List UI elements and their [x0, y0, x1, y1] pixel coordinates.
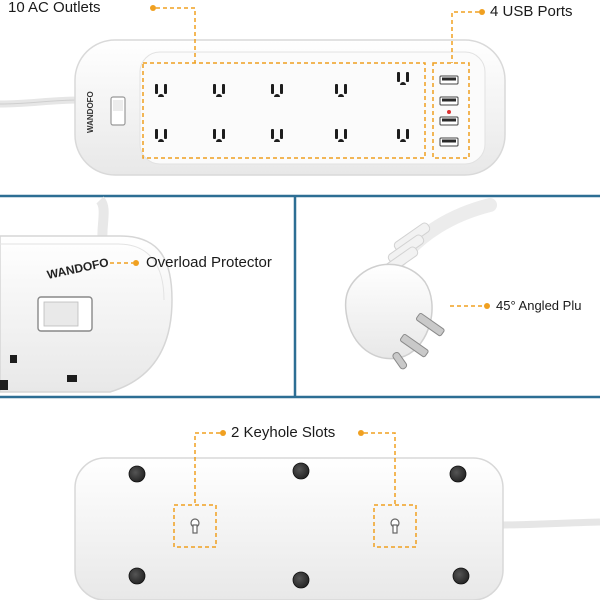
- keyhole-right-icon: [390, 518, 400, 534]
- top-view-panel: WANDOFO: [0, 5, 506, 176]
- overload-closeup-panel: WANDOFO: [0, 196, 173, 393]
- usb-highlight-box: [432, 62, 470, 159]
- keyhole-slots: [173, 504, 417, 548]
- callout-overload-protector: Overload Protector: [146, 254, 272, 271]
- underside-body: [74, 457, 504, 600]
- angled-plug-panel: [344, 198, 497, 370]
- brand-logo-top: WANDOFO: [86, 91, 95, 133]
- callout-keyhole-slots: 2 Keyhole Slots: [231, 424, 336, 441]
- keyhole-left-icon: [190, 518, 200, 534]
- closeup-outlets: [0, 355, 77, 390]
- plug-prongs: [392, 313, 445, 370]
- callout-usb-ports: 4 USB Ports: [490, 3, 573, 20]
- usb-ports: [439, 75, 459, 147]
- outlets-highlight-box: [142, 62, 426, 159]
- callout-ac-outlets: 10 AC Outlets: [8, 0, 101, 16]
- callout-angled-plug: 45° Angled Plu: [496, 298, 582, 313]
- plug-head: [344, 263, 433, 360]
- underside-panel: [74, 430, 600, 600]
- middle-dividers: [0, 194, 600, 399]
